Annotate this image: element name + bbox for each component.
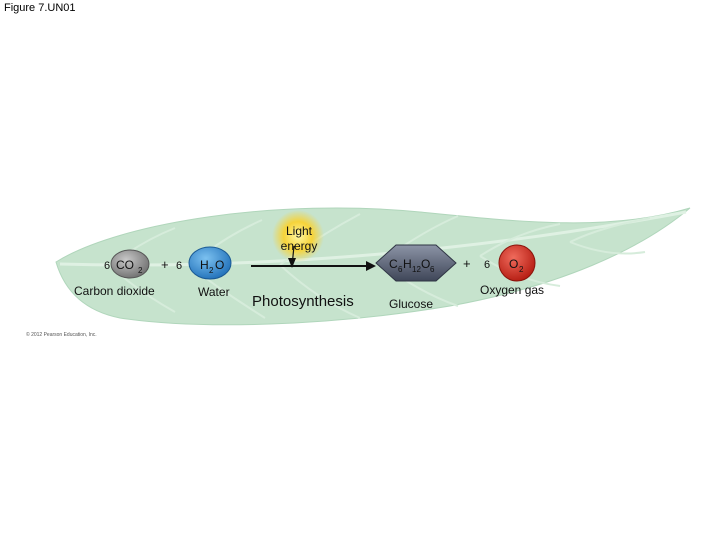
h2o-formula-prefix: H [200, 258, 209, 272]
co2-molecule-icon [110, 249, 150, 279]
light-energy-group: Light energy [272, 210, 324, 262]
light-glow-icon [272, 210, 324, 262]
light-label-line1: Light [286, 224, 313, 238]
glucose-c: C [389, 257, 398, 271]
plus-sign-2: + [463, 256, 471, 271]
figure-label: Figure 7.UN01 [4, 2, 76, 14]
h2o-coefficient: 6 [176, 260, 182, 272]
glucose-h: H [403, 257, 412, 271]
light-label-line2: energy [281, 239, 318, 253]
glucose-hexagon-icon [375, 244, 457, 282]
co2-formula: CO [116, 258, 134, 272]
reaction-arrow-icon [251, 245, 376, 271]
o2-molecule-icon [498, 244, 536, 282]
process-label: Photosynthesis [252, 293, 354, 310]
glucose-o: O [421, 257, 430, 271]
h2o-name: Water [198, 285, 230, 299]
copyright-notice: © 2012 Pearson Education, Inc. [26, 332, 97, 338]
co2-group: 6 CO 2 Carbon dioxide [74, 249, 155, 298]
h2o-group: 6 H 2 O Water [176, 246, 232, 299]
h2o-formula-suffix: O [215, 258, 224, 272]
h2o-subscript: 2 [209, 266, 214, 275]
o2-coefficient: 6 [484, 259, 490, 271]
glucose-h-subscript: 12 [412, 265, 421, 274]
o2-name: Oxygen gas [480, 283, 544, 297]
glucose-name: Glucose [389, 297, 433, 311]
glucose-o-subscript: 6 [430, 265, 435, 274]
o2-group: 6 O 2 Oxygen gas [480, 244, 544, 297]
o2-subscript: 2 [519, 265, 524, 274]
h2o-molecule-icon [188, 246, 232, 280]
co2-name: Carbon dioxide [74, 284, 155, 298]
co2-subscript: 2 [138, 266, 143, 275]
glucose-c-subscript: 6 [398, 265, 403, 274]
co2-coefficient: 6 [104, 260, 110, 272]
o2-formula: O [509, 257, 518, 271]
plus-sign: + [161, 257, 169, 272]
glucose-group: C 6 H 12 O 6 Glucose [375, 244, 457, 311]
